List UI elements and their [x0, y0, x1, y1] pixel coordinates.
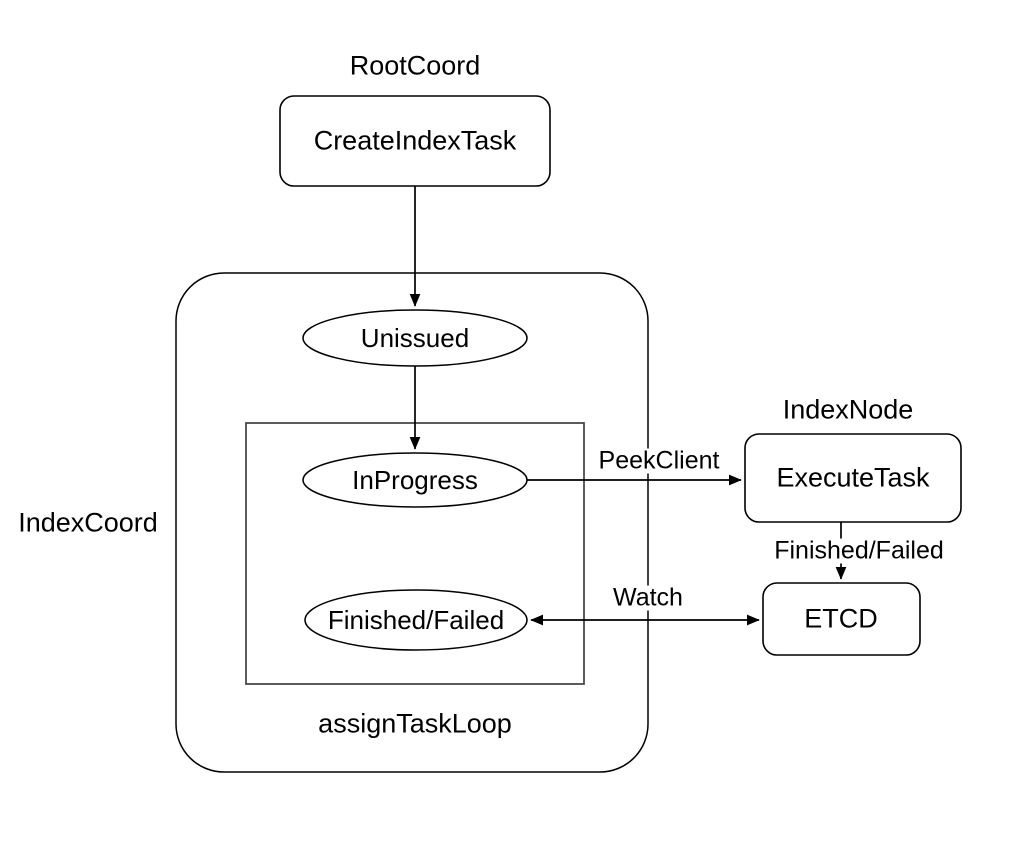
node-finished-failed[interactable] [304, 589, 528, 651]
node-create-index-task[interactable] [279, 95, 551, 187]
group-container-indexcoord [175, 272, 649, 773]
node-in-progress[interactable] [302, 452, 528, 508]
node-unissued[interactable] [302, 309, 528, 367]
node-execute-task[interactable] [744, 433, 962, 523]
node-etcd[interactable] [762, 582, 921, 656]
